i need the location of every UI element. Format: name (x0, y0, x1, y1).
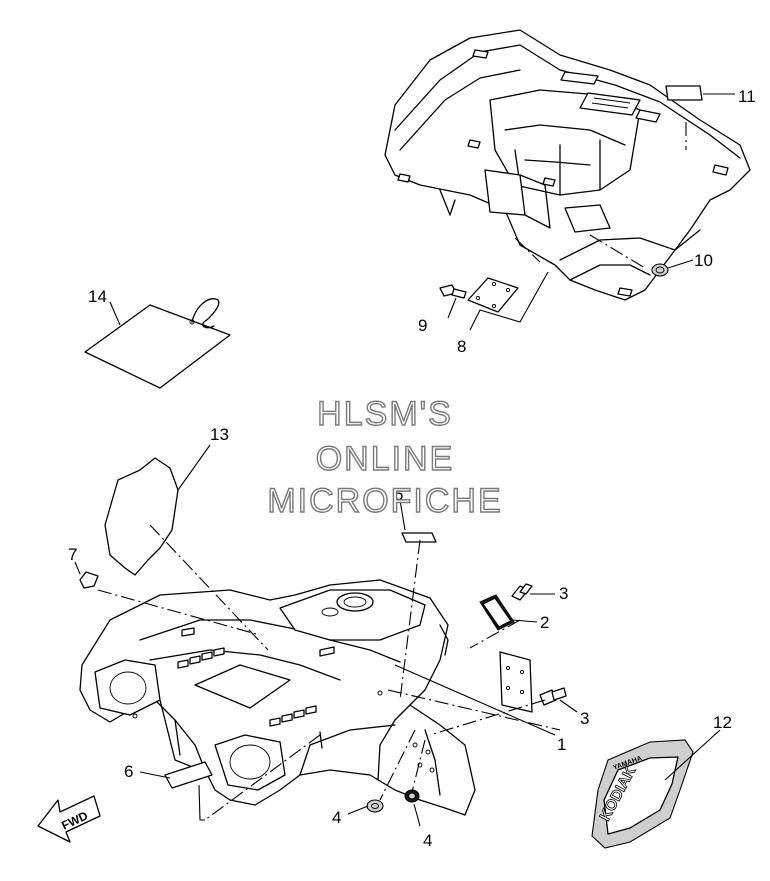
callout-9: 9 (418, 316, 427, 335)
callout-1: 1 (557, 735, 566, 754)
callout-4b: 4 (423, 831, 432, 850)
watermark-line-1: HLSM'S (317, 395, 453, 433)
part-4-grommet-left (366, 799, 384, 813)
callout-numbers: 1 2 3 3 4 4 5 6 7 8 9 10 11 12 13 14 (68, 87, 756, 850)
part-11-decal (665, 85, 703, 101)
part-8-reflector-plate (467, 277, 519, 313)
part-5-decal (401, 532, 437, 543)
assembly-lines (97, 237, 561, 821)
part-13-protector (104, 457, 179, 576)
part-6-decal (164, 761, 213, 789)
watermark-line-2: ONLINE (316, 440, 455, 478)
callout-2: 2 (540, 613, 549, 632)
part-9-bolt (439, 284, 467, 299)
part-3-bolt-lower (539, 687, 567, 706)
callout-13: 13 (210, 425, 229, 444)
callout-10: 10 (694, 251, 713, 270)
part-14-sheet (84, 298, 231, 389)
watermark-line-3: MICROFICHE (267, 482, 502, 520)
part-12-emblem: YAMAHA KODIAK (591, 739, 694, 849)
callout-3b: 3 (580, 709, 589, 728)
leader-lines (74, 93, 735, 827)
callout-11: 11 (738, 87, 756, 106)
callout-14: 14 (88, 287, 107, 306)
callout-4a: 4 (332, 808, 341, 827)
callout-6: 6 (124, 762, 133, 781)
part-3-bolt-upper (511, 583, 533, 601)
callout-3a: 3 (559, 584, 568, 603)
part-4-grommet-right (404, 789, 420, 803)
rear-fender (384, 29, 751, 301)
callout-8: 8 (457, 337, 466, 356)
part-10-grommet (651, 263, 669, 277)
vent-slots (177, 627, 335, 727)
front-fender (79, 579, 476, 816)
callout-5: 5 (394, 485, 403, 504)
fwd-direction-arrow: FWD (37, 795, 101, 843)
watermark: HLSM'S ONLINE MICROFICHE (267, 394, 502, 520)
callout-7: 7 (68, 545, 77, 564)
part-2-reflector-plate (479, 594, 515, 631)
part-7-clip (79, 571, 99, 589)
part-1-plate (499, 651, 533, 713)
fender-slots (397, 139, 633, 297)
callout-12: 12 (713, 713, 732, 732)
